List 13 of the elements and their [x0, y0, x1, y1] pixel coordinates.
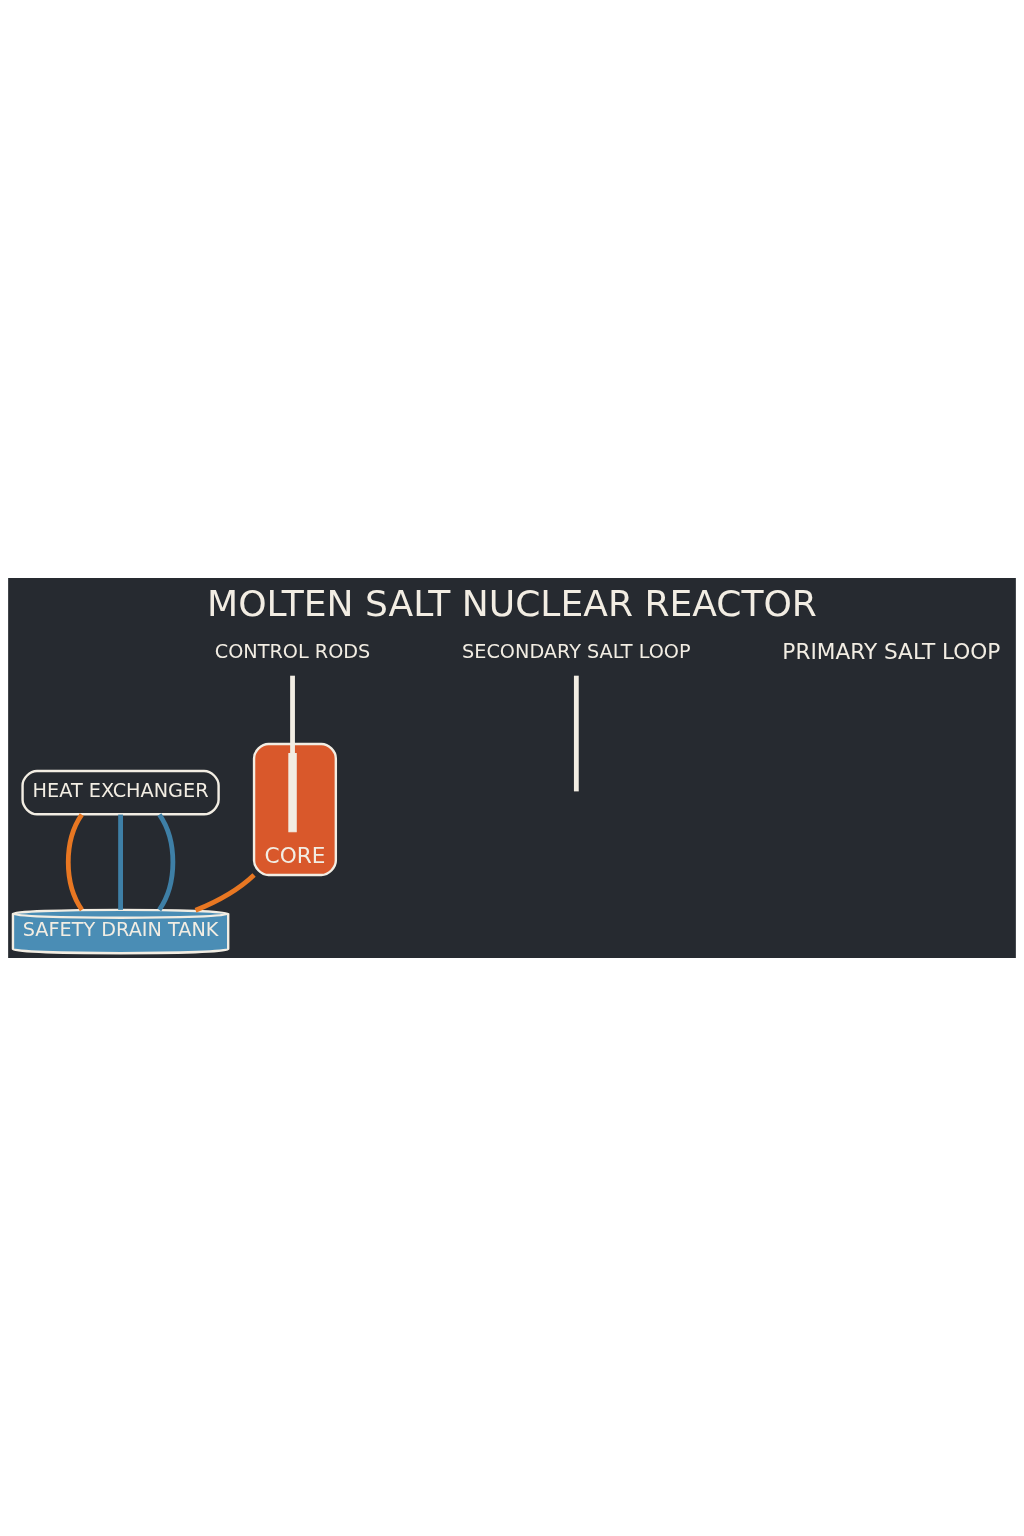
node-text: CONTROL RODS — [214, 640, 371, 664]
node-bar — [288, 752, 297, 833]
node-box: HEAT EXCHANGER — [21, 769, 220, 816]
connector — [157, 813, 176, 912]
connector — [118, 814, 123, 910]
connector — [290, 675, 295, 754]
diagram-title: MOLTEN SALT NUCLEAR REACTOR — [207, 583, 817, 626]
connector — [573, 675, 579, 792]
connector — [65, 813, 84, 912]
connector — [194, 873, 256, 913]
node-text: SECONDARY SALT LOOP — [462, 640, 691, 664]
label: PRIMARY SALT LOOP — [782, 639, 1001, 665]
cluster: CORE — [252, 742, 338, 877]
